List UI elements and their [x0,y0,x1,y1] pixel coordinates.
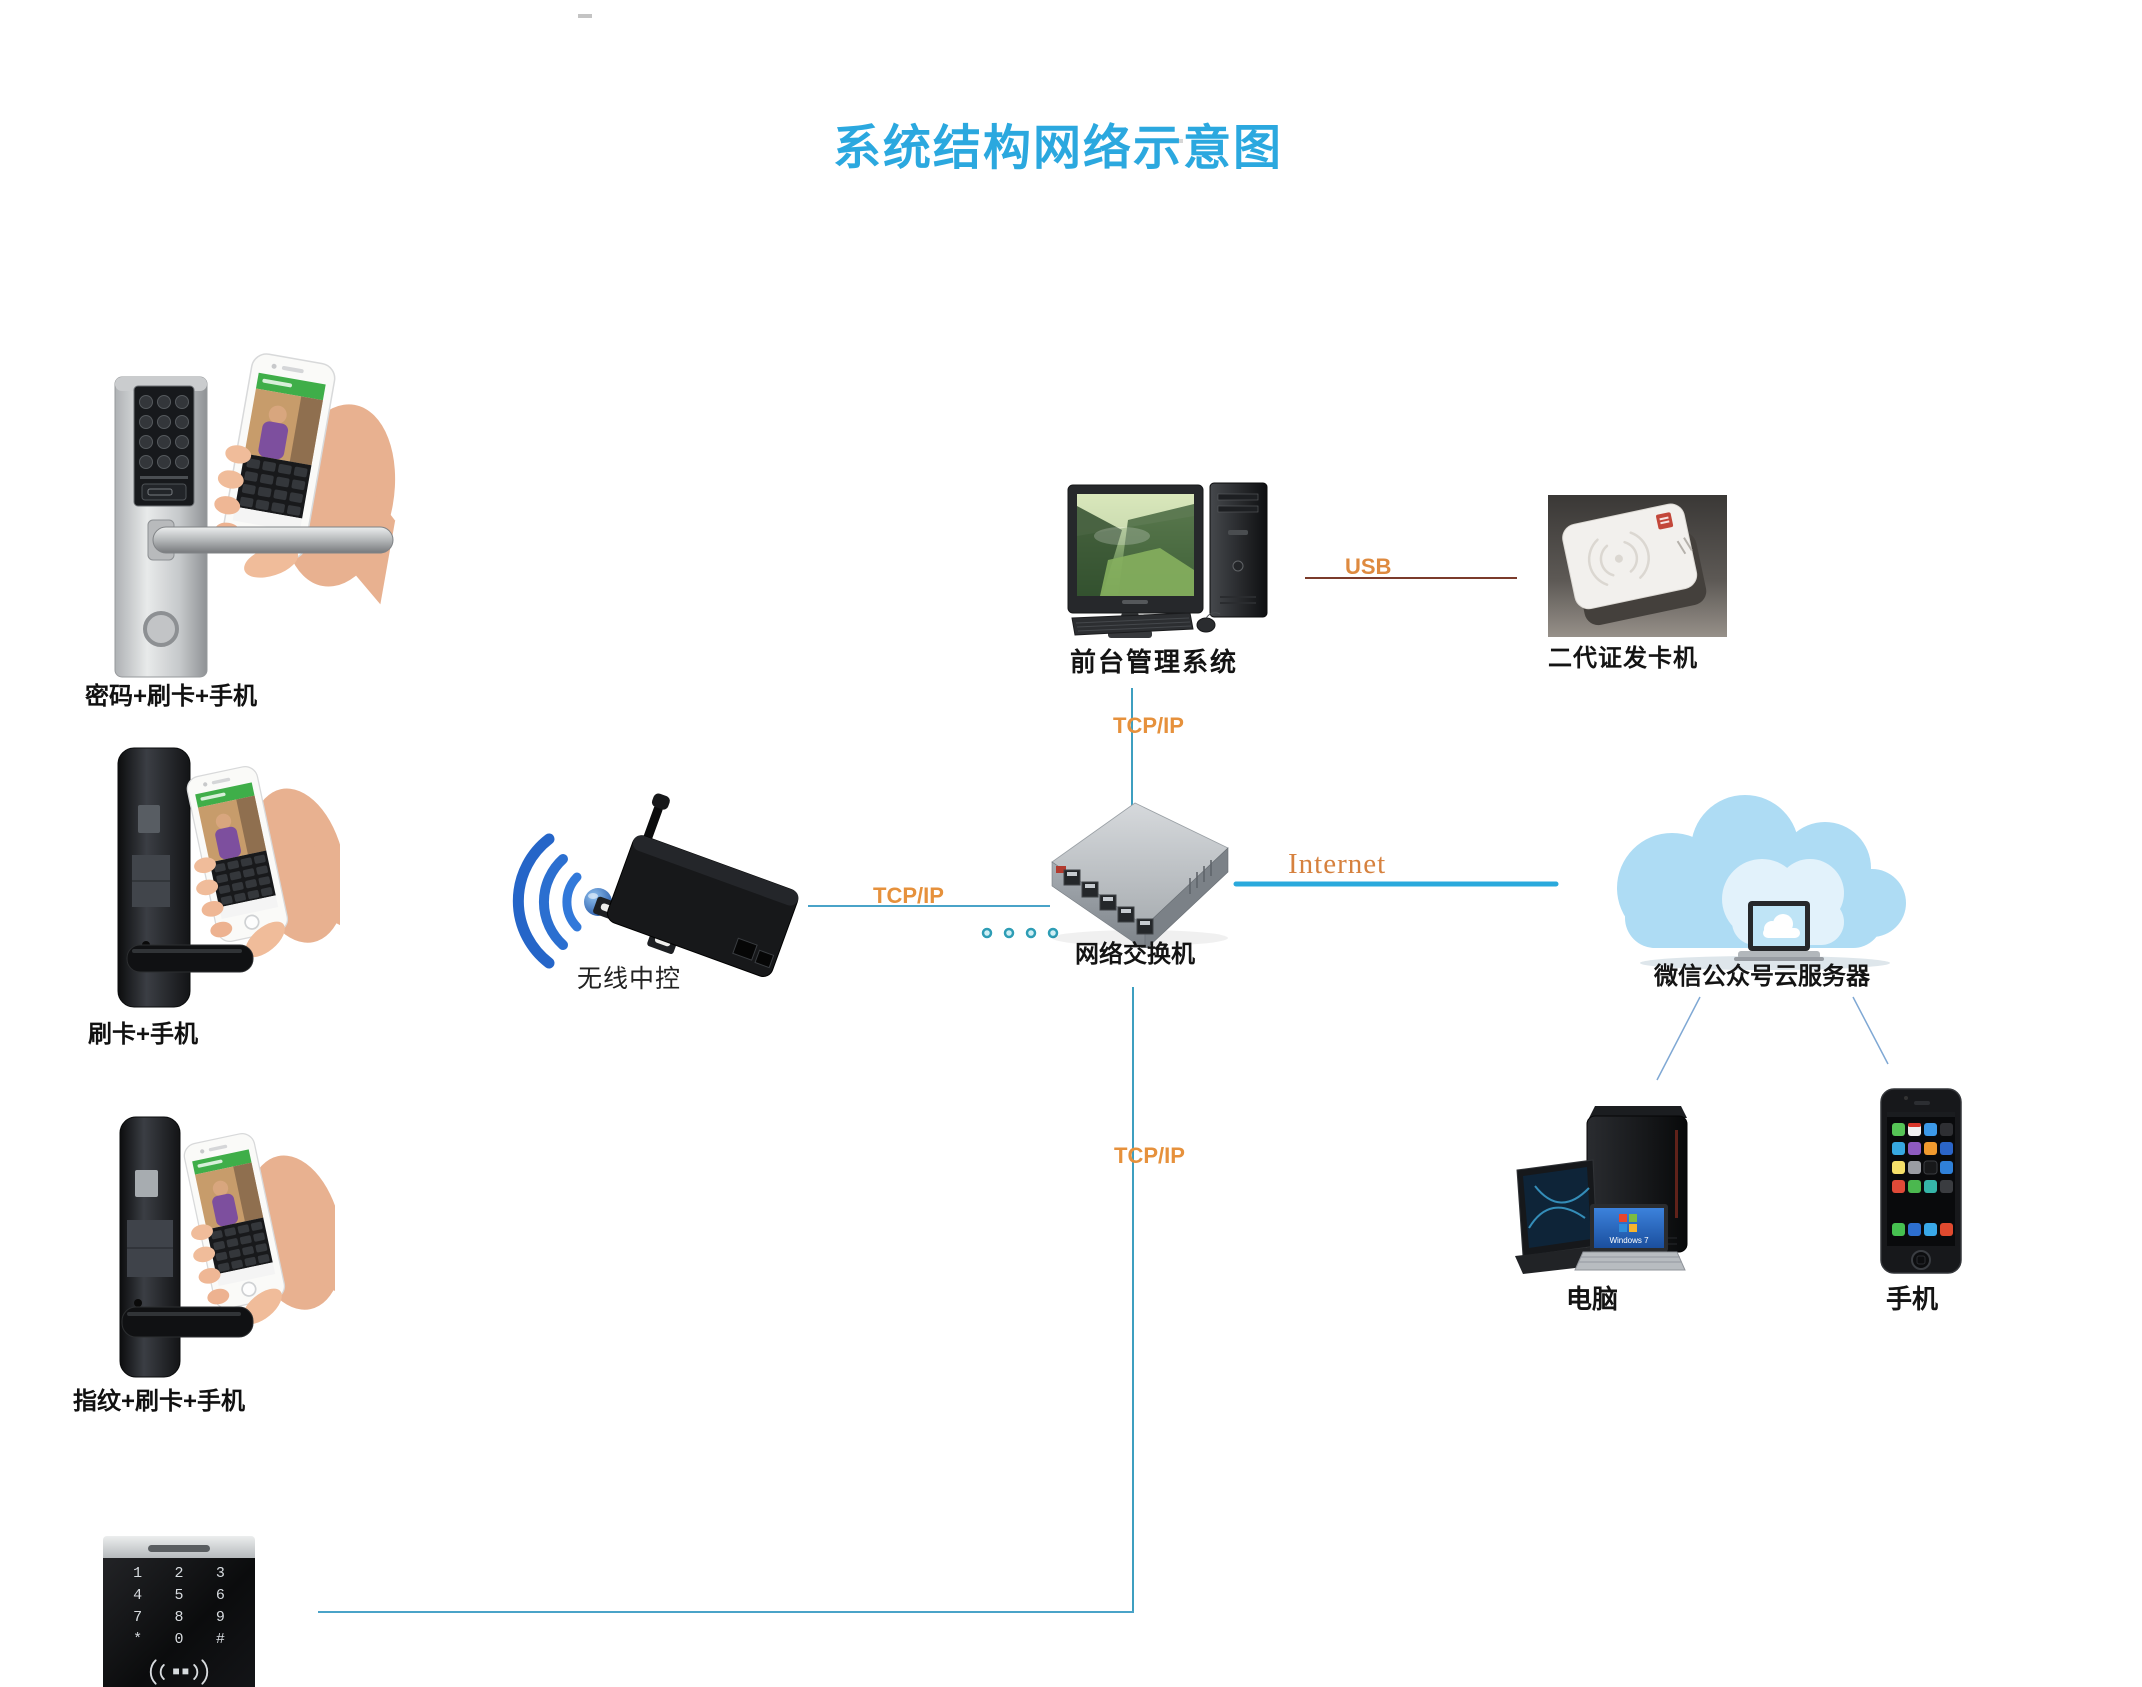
lock-card-window [138,805,160,833]
mouse [1196,617,1216,633]
lock-fingerprint-label: 指纹+刷卡+手机 [73,1388,246,1415]
mobile-phone-label: 手机 [1886,1284,1939,1314]
scan-artifact [1178,139,1183,143]
ethernet-ports [1063,869,1154,935]
usb-link-label: USB [1345,554,1392,579]
wireless-controller-label: 无线中控 [577,965,682,993]
hand-with-phone [172,748,340,974]
network-switch-label: 网络交换机 [1075,941,1195,968]
lock-knob [143,611,179,647]
lock-card-label: 刷卡+手机 [88,1021,199,1048]
keypad-key: # [215,1631,225,1648]
laptop-front: Windows 7 [1574,1204,1686,1271]
keypad-key: * [133,1631,143,1648]
door-lock-password-image [114,350,400,678]
keypad-key: 1 [133,1565,143,1582]
keypad-key: 0 [174,1631,184,1648]
app-icons [1892,1123,1953,1236]
id-card-issuer-label: 二代证发卡机 [1548,645,1698,672]
page-title: 系统结构网络示意图 [833,122,1284,175]
lock-handle [121,1306,254,1338]
hand-with-phone [199,350,400,608]
front-desk-label: 前台管理系统 [1070,647,1239,677]
lock-password-label: 密码+刷卡+手机 [85,683,258,710]
switch-top [1051,802,1229,927]
switch-side [1144,847,1229,948]
door-lock-fingerprint-image [119,1115,335,1378]
keypad-key: 8 [174,1609,184,1626]
front-desk-computer-image [1067,482,1268,638]
door-lock-card-image [117,747,340,1008]
tcpip-wireless-label: TCP/IP [873,883,944,908]
keypad-panel: 1 2 3 4 5 6 7 8 9 * 0 # [103,1558,255,1687]
computer-tower [1209,482,1268,618]
keypad-key: 6 [215,1587,225,1604]
stamp-logo-icon [1656,512,1674,530]
cloud-server-image [1617,795,1906,970]
rfid-arcs-icon [1587,531,1650,586]
rfid-signal-icon [149,1659,209,1685]
lock-card-slot [141,483,187,501]
internet-link-label: Internet [1288,848,1387,880]
reader-body [1562,503,1698,610]
card-slot-icon [148,1544,210,1552]
scan-artifact [578,14,592,18]
tcpip-keypad-label: TCP/IP [1114,1143,1185,1168]
tcpip-desktop-label: TCP/IP [1113,713,1184,738]
id-card-issuer-image [1548,495,1727,637]
laptop-os-label: Windows 7 [1609,1236,1649,1245]
cloud-mobile-line [1852,996,1889,1065]
keypad-key: 7 [133,1609,143,1626]
controller-box [593,793,799,977]
cloud-server-label: 微信公众号云服务器 [1654,963,1870,990]
lock-keypad-keys [139,395,189,469]
computer-group-image: Windows 7 [1515,1106,1688,1274]
lock-fingerprint-window [135,1170,158,1197]
dock-icons [1892,1223,1953,1236]
access-keypad-image: 1 2 3 4 5 6 7 8 9 * 0 # [103,1536,255,1687]
hand-with-phone [169,1115,335,1341]
antenna [643,804,663,842]
wireless-controller-image [512,793,799,977]
mobile-phone-image [1880,1088,1962,1274]
brand-logo [1056,866,1066,873]
keypad-card-swipe [103,1536,255,1558]
network-switch-image [1051,802,1229,948]
keypad-key: 9 [215,1609,225,1626]
home-button [1911,1250,1931,1270]
keypad-key: 5 [174,1587,184,1604]
cloud-computer-line [1656,996,1701,1081]
computer-group-label: 电脑 [1566,1284,1619,1314]
cloud-laptop-icon [1734,901,1824,961]
windows-flag-icon [1619,1214,1637,1232]
keypad-key: 3 [215,1565,225,1582]
keypad-key: 4 [133,1587,143,1604]
keypad-key: 2 [174,1565,184,1582]
keyboard [1071,612,1194,636]
monitor-wallpaper [1077,494,1194,596]
